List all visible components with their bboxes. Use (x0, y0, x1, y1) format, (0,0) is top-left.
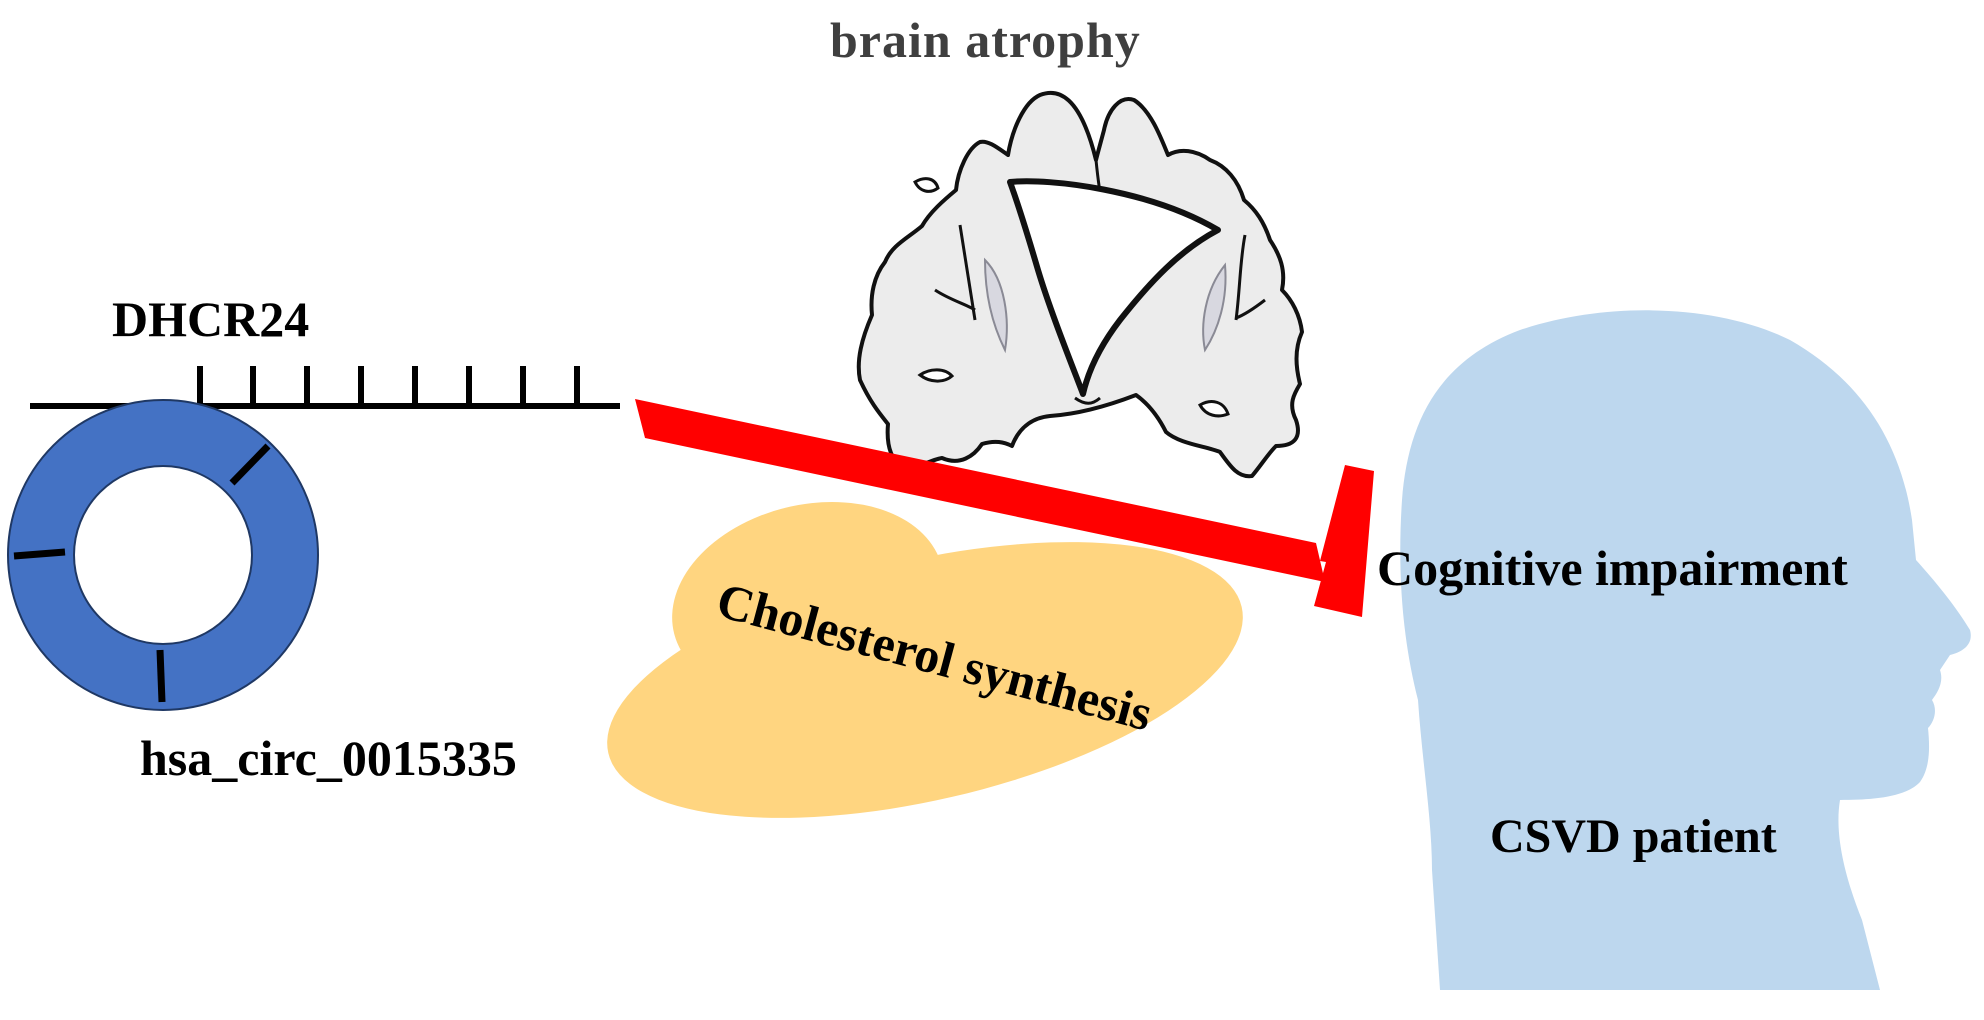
brain-section-icon (856, 90, 1304, 479)
cholesterol-blob-icon (607, 501, 1243, 818)
csvd-patient-label: CSVD patient (1490, 810, 1777, 863)
dhcr24-gene-line (30, 366, 620, 409)
brain-atrophy-label: brain atrophy (830, 12, 1141, 68)
head-silhouette-icon (1400, 310, 1971, 991)
circ-rna-label: hsa_circ_0015335 (140, 730, 517, 786)
inhibition-arrow-icon (635, 399, 1374, 617)
cognitive-impairment-label: Cognitive impairment (1377, 540, 1848, 596)
dhcr24-label: DHCR24 (112, 291, 309, 347)
circular-rna-icon (7, 399, 319, 711)
